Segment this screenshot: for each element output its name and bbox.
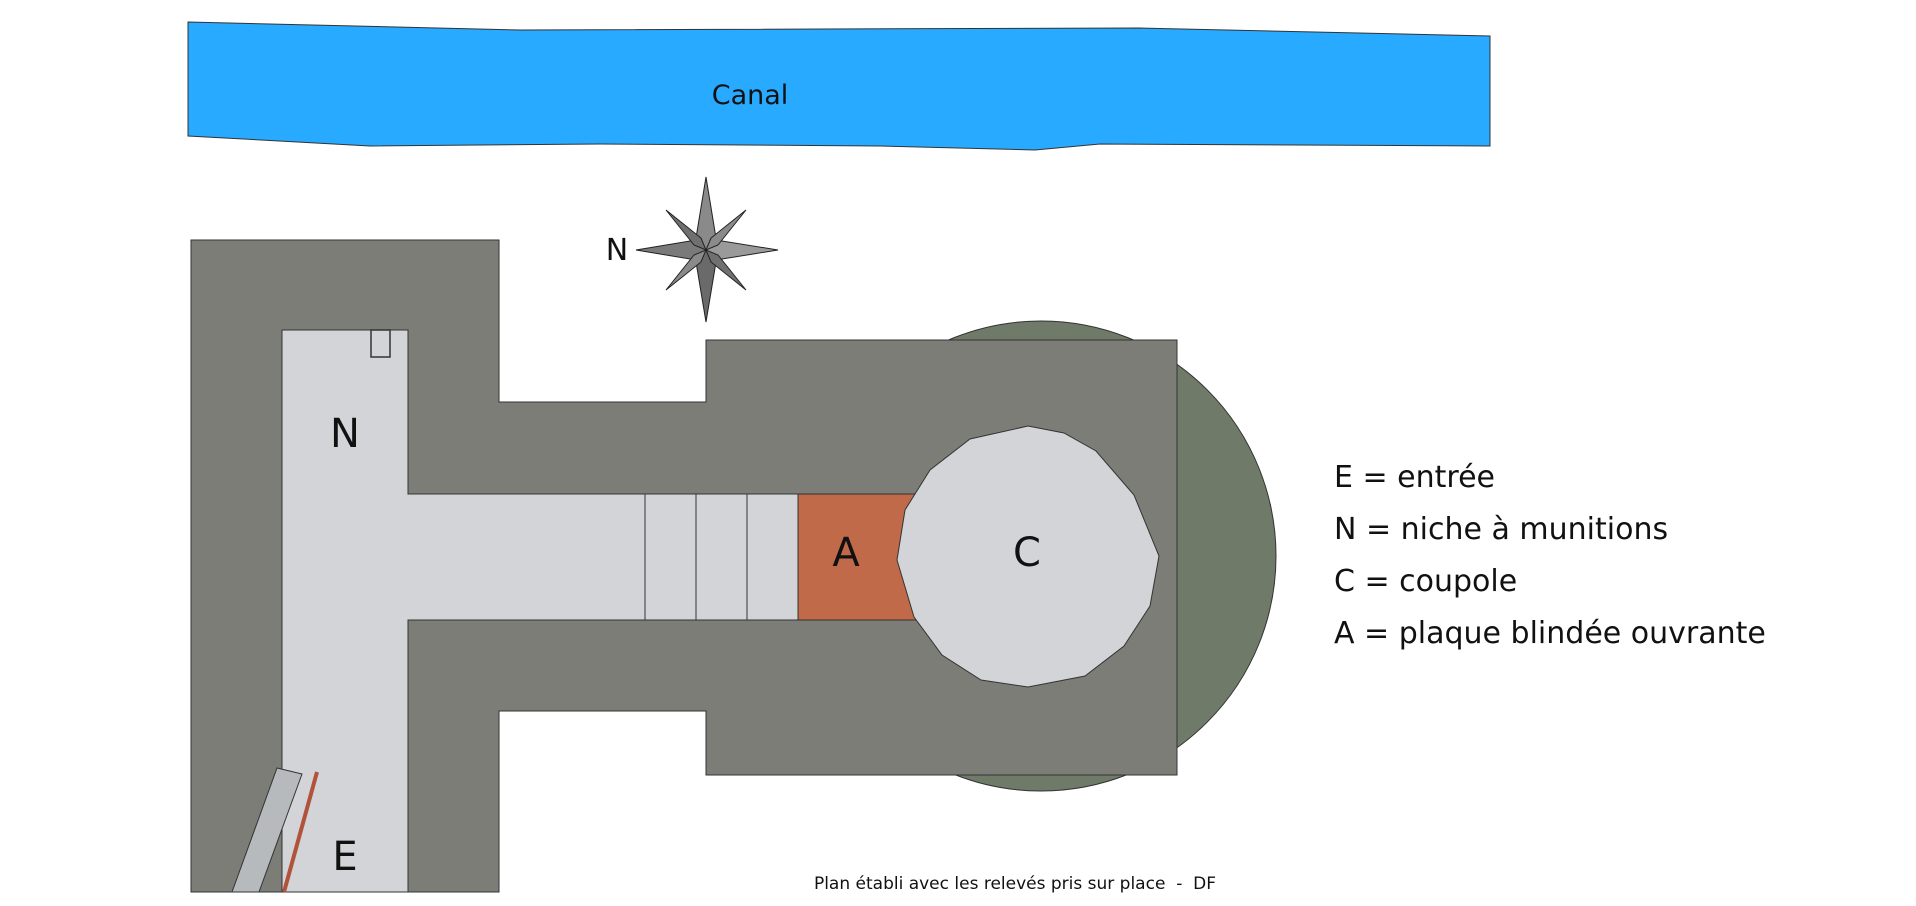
canal-label: Canal: [712, 80, 789, 111]
legend: E = entrée N = niche à munitions C = cou…: [1334, 452, 1766, 660]
legend-item-niche: N = niche à munitions: [1334, 512, 1669, 547]
corridor-steps: [644, 494, 748, 620]
cupola-label: C: [1013, 530, 1041, 576]
canal-shape: [187, 21, 1491, 151]
legend-item-plaque: A = plaque blindée ouvrante: [1334, 616, 1766, 651]
legend-item-entree: E = entrée: [1334, 460, 1495, 495]
compass-north-label: N: [606, 233, 628, 268]
entrance-label: E: [332, 834, 357, 880]
legend-item-coupole: C = coupole: [1334, 564, 1518, 599]
cupola-floor: [896, 425, 1160, 688]
niche-label: N: [330, 411, 360, 457]
entrance-door: [231, 767, 319, 893]
niche-box: [370, 329, 391, 358]
compass-rose-icon: [635, 176, 779, 323]
armor-plate-label: A: [832, 530, 860, 576]
credit-text: Plan établi avec les relevés pris sur pl…: [814, 874, 1216, 894]
